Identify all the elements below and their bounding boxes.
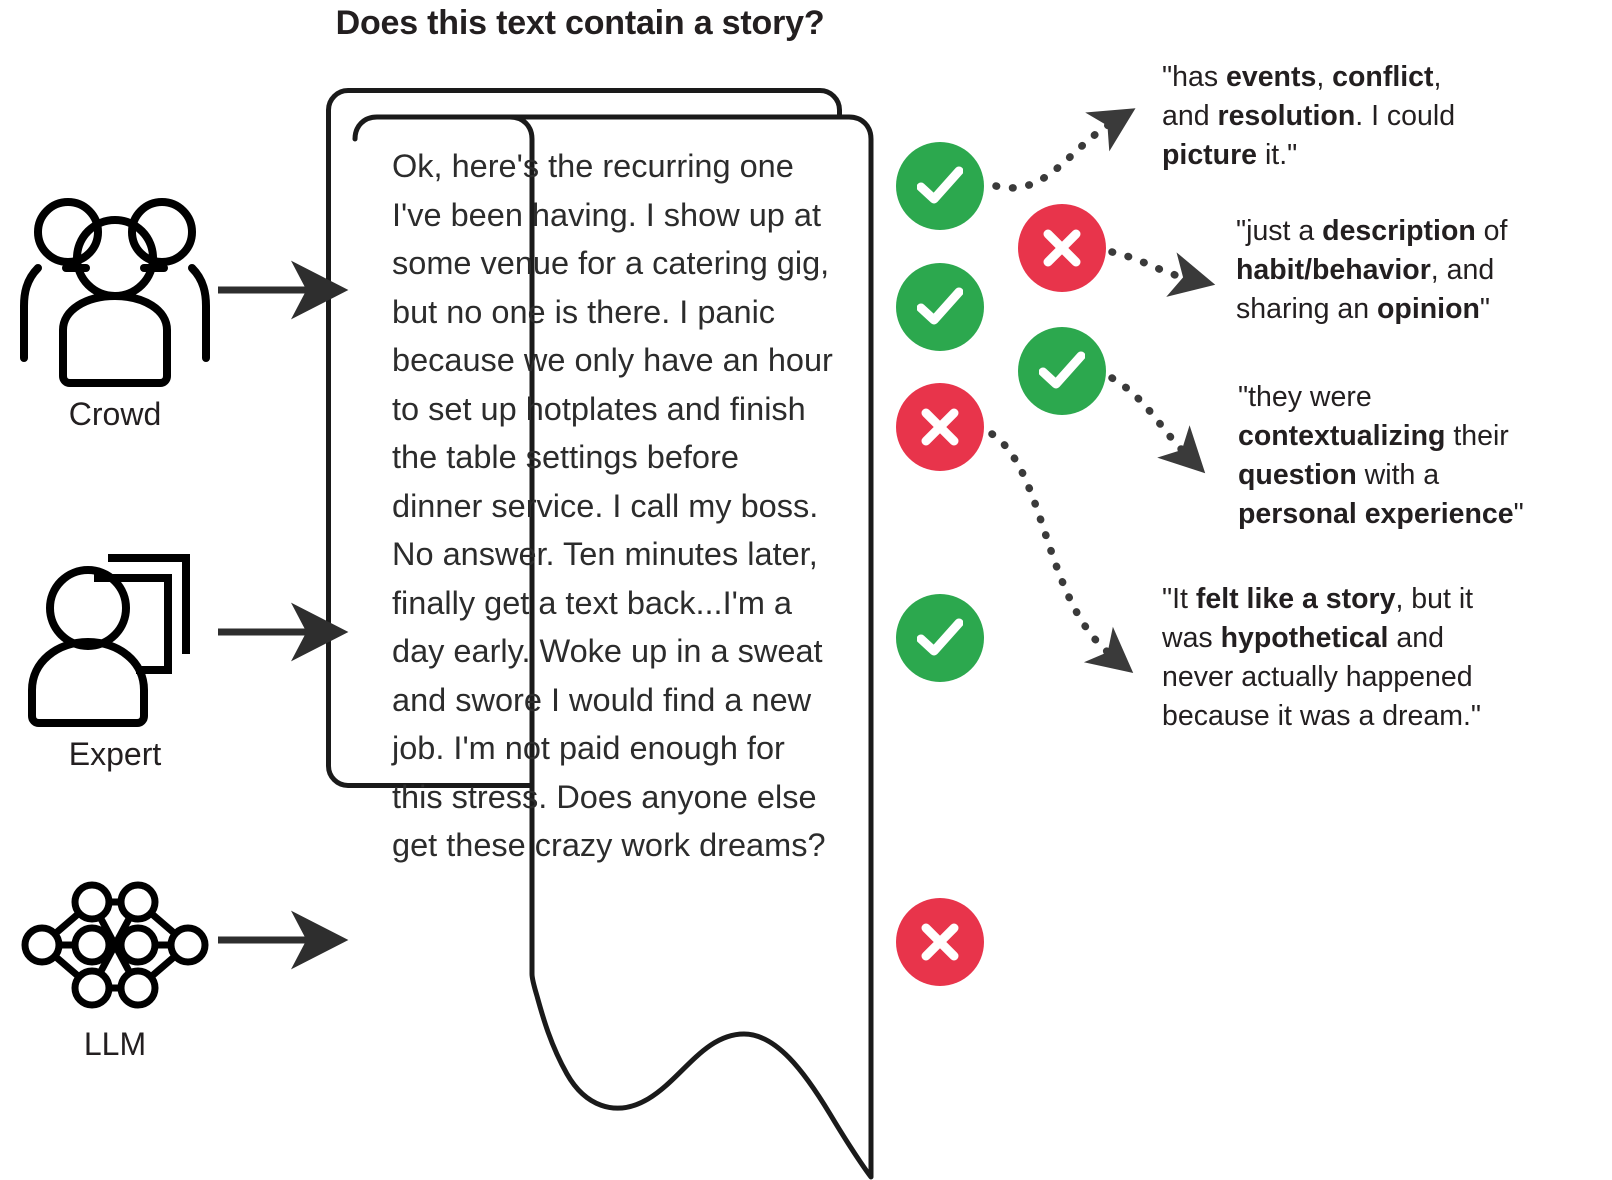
source-label-llm: LLM xyxy=(83,1026,147,1062)
source-item-expert: Expert xyxy=(0,520,230,773)
cross-circle-icon xyxy=(896,898,984,986)
check-circle-icon xyxy=(896,142,984,230)
cross-circle-icon xyxy=(896,383,984,471)
dotted-arrow-badge4-to-annotation3 xyxy=(1108,374,1206,474)
neural-network-icon xyxy=(0,860,230,1030)
story-card-text: Ok, here's the recurring one I've been h… xyxy=(392,148,833,863)
check-circle-icon xyxy=(1018,327,1106,415)
person-with-documents-icon xyxy=(0,520,230,740)
page-title: Does this text contain a story? xyxy=(335,4,825,42)
dotted-arrow-badge1-to-annotation1 xyxy=(992,108,1136,192)
torn-page-outline xyxy=(352,114,874,1180)
annotation-text-1: "has events, conflict, and resolution. I… xyxy=(1162,61,1456,171)
dotted-arrow-badge2-to-annotation2 xyxy=(1108,248,1216,297)
source-label-expert: Expert xyxy=(68,736,162,772)
people-group-icon xyxy=(0,180,230,400)
annotation-text-2: "just a description of habit/behavior, a… xyxy=(1236,215,1508,325)
dotted-arrow-badge5-to-annotation4 xyxy=(988,430,1134,674)
story-card: Ok, here's the recurring one I've been h… xyxy=(352,114,874,1180)
check-circle-icon xyxy=(896,263,984,351)
annotation-text-4: "It felt like a story, but it was hypoth… xyxy=(1162,583,1482,732)
source-item-crowd: Crowd xyxy=(0,180,230,433)
source-item-llm: LLM xyxy=(0,860,230,1063)
cross-circle-icon xyxy=(1018,204,1106,292)
source-label-crowd: Crowd xyxy=(68,396,162,432)
annotation-text-3: "they were contextualizing their questio… xyxy=(1238,381,1524,530)
check-circle-icon xyxy=(896,594,984,682)
